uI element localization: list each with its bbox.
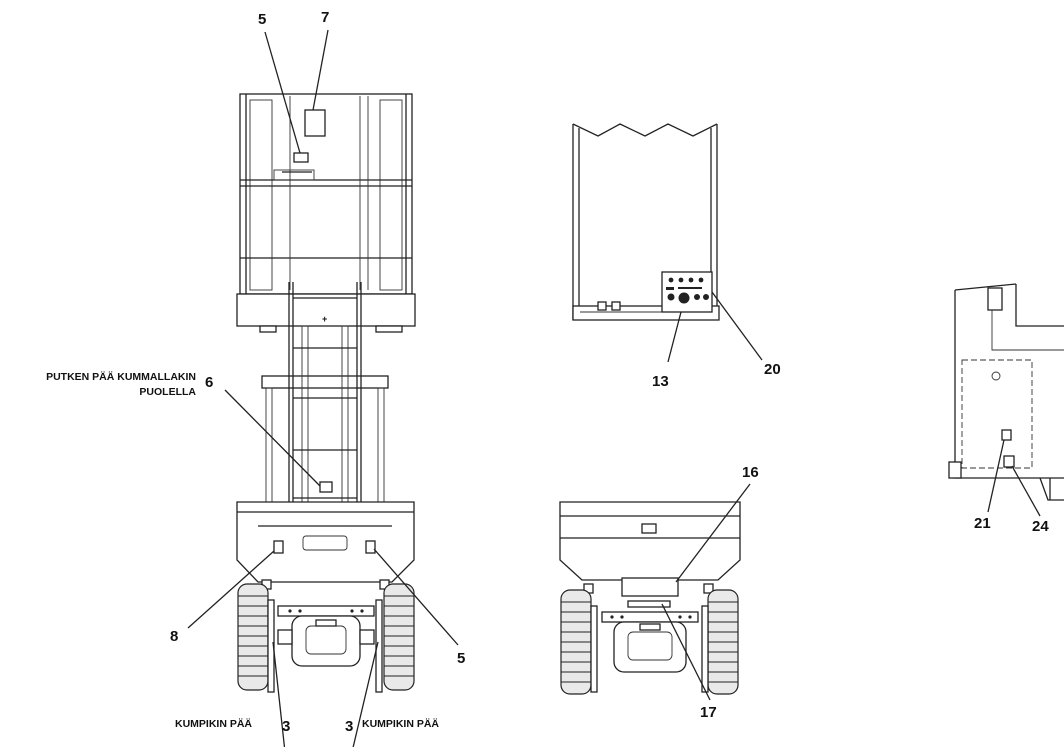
callout-17: 17 <box>700 704 717 721</box>
callout-16: 16 <box>742 464 759 481</box>
leader-lines-left <box>187 29 459 747</box>
callout-21: 21 <box>974 515 991 532</box>
callout-3-right: 3 <box>345 718 353 735</box>
leader-lines-control <box>667 291 763 363</box>
tube-end-note-line1: PUTKEN PÄÄ KUMMALLAKIN <box>46 370 196 383</box>
callout-20: 20 <box>764 361 781 378</box>
callout-5-top: 5 <box>258 11 266 28</box>
callout-24: 24 <box>1032 518 1049 535</box>
side-panel-view <box>948 283 1064 501</box>
machine-rear-view: + <box>236 93 416 693</box>
callout-8: 8 <box>170 628 178 645</box>
either-end-note-left: KUMPIKIN PÄÄ <box>175 717 252 730</box>
either-end-note-right: KUMPIKIN PÄÄ <box>362 717 439 730</box>
callout-3-left: 3 <box>282 718 290 735</box>
chassis-front-view <box>559 501 741 695</box>
platform-control-view <box>572 123 720 321</box>
callout-7: 7 <box>321 9 329 26</box>
callout-13: 13 <box>652 373 669 390</box>
svg-text:+: + <box>322 314 327 324</box>
leader-lines-chassis <box>661 483 751 701</box>
leader-lines-side <box>987 439 1041 517</box>
tube-end-note-line2: PUOLELLA <box>139 386 196 398</box>
callout-5-side: 5 <box>457 650 465 667</box>
callout-6: 6 <box>205 374 213 391</box>
